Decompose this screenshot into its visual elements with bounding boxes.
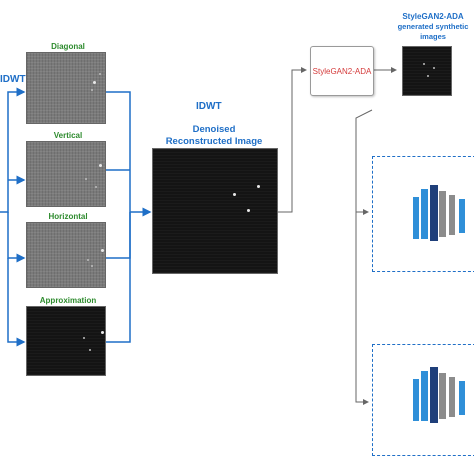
cnn-layer-blue — [413, 379, 419, 421]
denoised-label-line2: Reconstructed Image — [165, 136, 263, 147]
diagonal-label: Diagonal — [51, 42, 85, 51]
stylegan-box-label: StyleGAN2-ADA — [312, 66, 372, 76]
cnn-layer-blue — [421, 189, 428, 239]
cnn-layer-navy — [430, 185, 438, 241]
approximation-image — [26, 306, 106, 376]
cnn-layer-navy — [430, 367, 438, 423]
reconstructed-image — [152, 148, 278, 274]
generated-image — [402, 46, 452, 96]
idwt-center-label: IDWT — [196, 101, 222, 112]
classifier-box-2 — [372, 344, 474, 456]
vertical-image — [26, 141, 106, 207]
approximation-label: Approximation — [39, 296, 97, 305]
merge-arrows — [106, 91, 152, 343]
stylegan-box: StyleGAN2-ADA — [310, 46, 374, 96]
to-classifier-line — [355, 109, 373, 405]
classifier-box-1 — [372, 156, 474, 272]
cnn-layer-blue — [413, 197, 419, 239]
cnn-layer-gray — [439, 373, 446, 419]
generated-title-line1: StyleGAN2-ADA — [402, 12, 464, 21]
diagonal-image — [26, 52, 106, 124]
to-stylegan-arrow — [278, 67, 307, 213]
cnn-layer-blue — [421, 371, 428, 421]
denoised-label-line1: Denoised — [192, 124, 236, 135]
cnn-layer-gray — [449, 195, 455, 235]
cnn-layer-blue — [459, 381, 465, 415]
horizontal-image — [26, 222, 106, 288]
cnn-layer-gray — [449, 377, 455, 417]
generated-title-line3: images — [420, 32, 446, 41]
idwt-left-label: IDWT — [0, 74, 26, 85]
horizontal-label: Horizontal — [48, 212, 88, 221]
cnn-layer-gray — [439, 191, 446, 237]
vertical-label: Vertical — [53, 131, 83, 140]
input-arrows — [0, 87, 26, 347]
generated-title-line2: generated synthetic — [397, 22, 469, 31]
cnn-layer-blue — [459, 199, 465, 233]
